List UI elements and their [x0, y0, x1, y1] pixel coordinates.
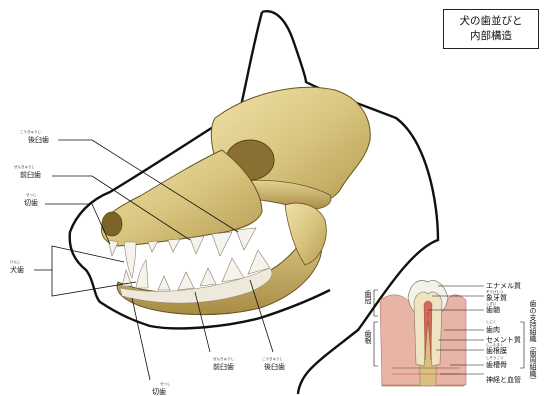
tooth-cross-section: [380, 281, 466, 386]
label-crown: 歯冠: [364, 290, 372, 304]
label-alveolar-bone: 歯槽骨: [486, 361, 507, 369]
label-gum: 歯肉: [486, 326, 500, 334]
lower-incisor-ruby: せっし: [160, 382, 171, 387]
lower-canine-tooth: [136, 260, 148, 288]
label-nerves-vessels: 神経と血管: [486, 376, 521, 384]
label-upper-premolar: 前臼歯: [20, 171, 41, 179]
lower-premolar-tooth: [158, 276, 170, 290]
upper-molar-tooth: [236, 228, 256, 250]
canine-ruby: けんし: [10, 260, 21, 265]
lower-premolar-tooth: [200, 268, 216, 286]
upper-premolar-tooth: [148, 241, 158, 252]
label-root: 歯根: [364, 330, 372, 344]
lower-premolar-tooth: [178, 272, 194, 290]
label-supporting-tissue: 歯の支持組織（歯周組織）: [529, 300, 537, 384]
upper-premolar-tooth: [168, 239, 180, 252]
label-lower-incisor: 切歯: [152, 388, 166, 396]
label-lower-molar: 後臼歯: [264, 363, 285, 371]
title-line-1: 犬の歯並びと: [444, 14, 538, 29]
upper-premolar-tooth: [190, 236, 204, 254]
label-dentin: 象牙質: [486, 294, 507, 302]
title-line-2: 内部構造: [444, 29, 538, 44]
gum-ruby: しにく: [486, 320, 496, 325]
upper-premolar-ruby: ぜんきゅうし: [14, 165, 35, 170]
label-pulp: 歯髄: [486, 306, 500, 314]
upper-molar-tooth: [212, 232, 232, 256]
label-canine: 犬歯: [10, 266, 24, 274]
label-periodontal-ligament: 歯根膜: [486, 347, 507, 355]
label-lower-premolar: 前臼歯: [213, 363, 234, 371]
upper-molar-ruby: こうきゅうし: [20, 130, 41, 135]
lower-premolar-ruby: ぜんきゅうし: [213, 357, 234, 362]
title-box: 犬の歯並びと 内部構造: [443, 9, 539, 49]
upper-incisor-ruby: せっし: [26, 193, 37, 198]
lower-molar-ruby: こうきゅうし: [262, 357, 283, 362]
label-upper-incisor: 切歯: [24, 199, 38, 207]
label-enamel: エナメル質: [486, 282, 521, 290]
label-upper-molar: 後臼歯: [28, 136, 49, 144]
lower-molar-tooth: [222, 258, 244, 282]
